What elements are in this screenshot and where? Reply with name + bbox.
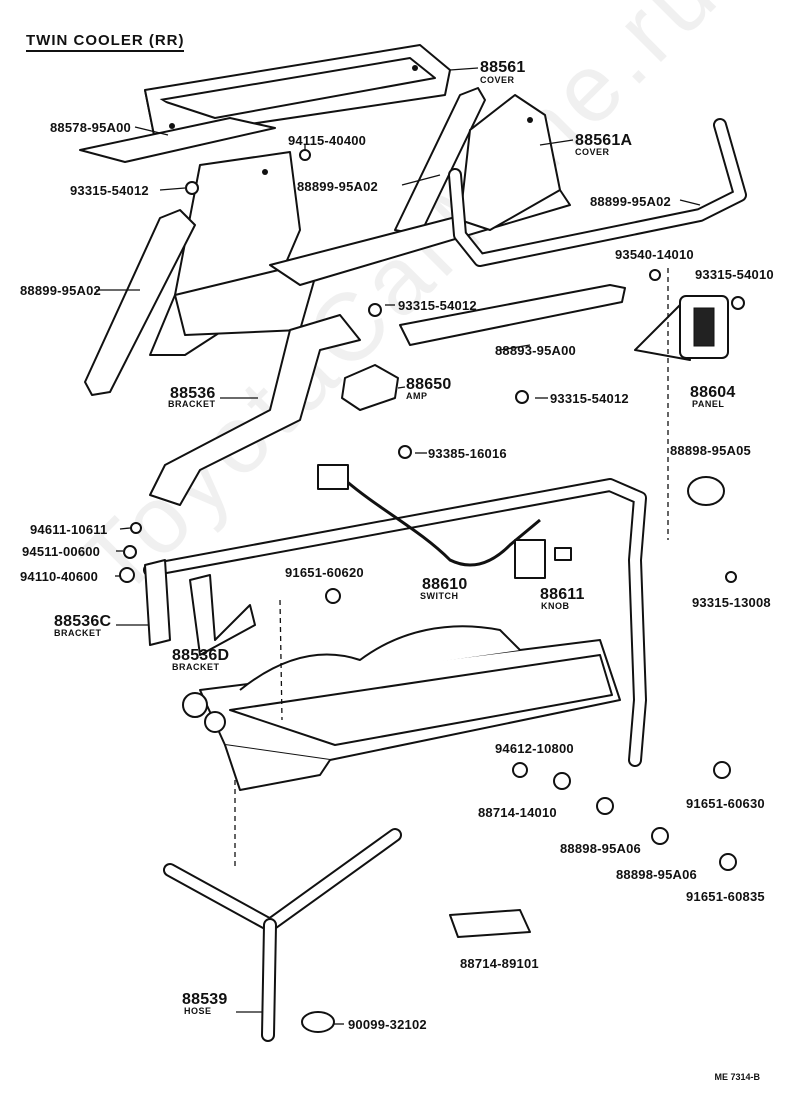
label-88536d: 88536D: [172, 647, 230, 664]
panel-88604-drawing: [634, 295, 729, 361]
label-88561: 88561: [480, 59, 526, 76]
label-88578-95a00: 88578-95A00: [50, 120, 131, 135]
switch-88610-drawing: [514, 539, 546, 579]
label-88561a-name: COVER: [575, 147, 610, 157]
label-94115-40400: 94115-40400: [288, 133, 367, 148]
label-88899-95a02-b: 88899-95A02: [590, 194, 671, 209]
label-93315-54012-b: 93315-54012: [398, 298, 477, 313]
label-91651-60630: 91651-60630: [686, 796, 765, 811]
pad-88714-89101-drawing: [449, 909, 531, 938]
label-88610-name: SWITCH: [420, 591, 459, 601]
pad-88578-drawing: [79, 117, 276, 163]
label-88536d-name: BRACKET: [172, 662, 220, 672]
label-94611-10611: 94611-10611: [30, 522, 108, 537]
label-88604-name: PANEL: [692, 399, 725, 409]
label-93315-54012-a: 93315-54012: [70, 183, 149, 198]
bracket-88536d-drawing: [189, 574, 256, 656]
knob-88611-drawing: [554, 547, 572, 561]
label-93385-16016: 93385-16016: [428, 446, 507, 461]
label-93315-54010: 93315-54010: [695, 267, 774, 282]
amp-88650-drawing: [341, 364, 399, 411]
label-88611: 88611: [540, 586, 585, 603]
grommet-90099-drawing: [301, 1011, 335, 1033]
hardware-drawing: [119, 149, 745, 871]
label-88536c-name: BRACKET: [54, 628, 102, 638]
label-88898-95a06-a: 88898-95A06: [560, 841, 641, 856]
label-88536: 88536: [170, 385, 216, 402]
label-88536c: 88536C: [54, 613, 112, 630]
label-88536-name: BRACKET: [168, 399, 216, 409]
label-88611-name: KNOB: [541, 601, 570, 611]
diagram-title: TWIN COOLER (RR): [26, 32, 185, 52]
drawing-code: ME 7314-B: [714, 1072, 760, 1082]
bracket-88536-drawing: [149, 314, 361, 506]
label-88650-name: AMP: [406, 391, 428, 401]
bracket-88536c-drawing: [144, 559, 171, 646]
label-88899-95a02-c: 88899-95A02: [20, 283, 101, 298]
strip-88893-drawing: [399, 284, 626, 346]
label-93540-14010: 93540-14010: [615, 247, 694, 262]
label-88539: 88539: [182, 991, 228, 1008]
label-93315-13008: 93315-13008: [692, 595, 771, 610]
wire-harness-drawing: [344, 478, 541, 567]
label-93315-54012-c: 93315-54012: [550, 391, 629, 406]
rail-88899-left-drawing: [84, 209, 196, 396]
label-91651-60835: 91651-60835: [686, 889, 765, 904]
label-91651-60620: 91651-60620: [285, 565, 364, 580]
label-88561a: 88561A: [575, 132, 633, 149]
leader-lines: [96, 67, 701, 1025]
label-88898-95a05: 88898-95A05: [670, 443, 751, 458]
label-88539-name: HOSE: [184, 1006, 212, 1016]
label-88714-14010: 88714-14010: [478, 805, 557, 820]
label-90099-32102: 90099-32102: [348, 1017, 427, 1032]
label-94511-00600: 94511-00600: [22, 544, 101, 559]
label-88650: 88650: [406, 376, 452, 393]
cooler-unit-drawing: [182, 625, 621, 791]
label-88714-89101: 88714-89101: [460, 956, 539, 971]
label-88898-95a06-b: 88898-95A06: [616, 867, 697, 882]
label-88561-name: COVER: [480, 75, 515, 85]
hose-88539-drawing: [163, 828, 402, 1042]
connector-drawing: [317, 464, 349, 490]
label-88893-95a00: 88893-95A00: [495, 343, 576, 358]
label-88899-95a02-a: 88899-95A02: [297, 179, 378, 194]
label-88604: 88604: [690, 384, 736, 401]
label-88610: 88610: [422, 576, 468, 593]
side-panel-drawing: [149, 151, 321, 356]
label-94110-40600: 94110-40600: [20, 569, 99, 584]
label-94612-10800: 94612-10800: [495, 741, 574, 756]
